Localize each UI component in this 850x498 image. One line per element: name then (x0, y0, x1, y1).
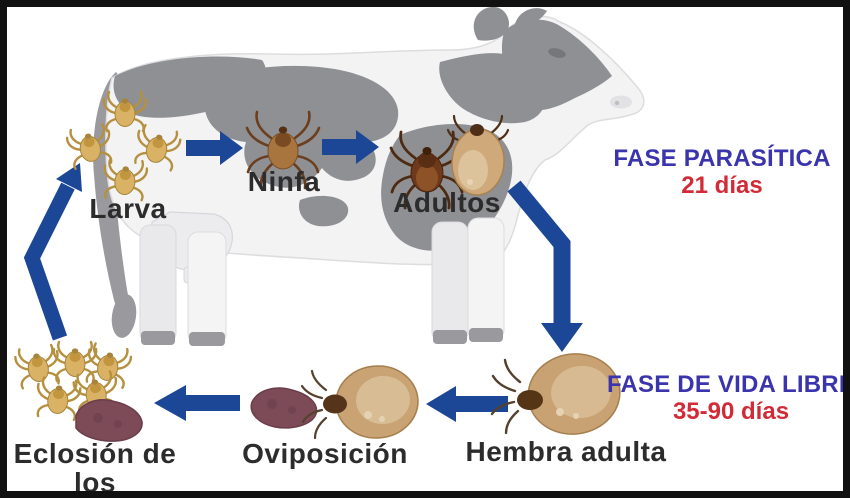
label-adultos: Adultos (393, 187, 501, 218)
cycle-arrows (23, 130, 583, 422)
phase-free-living-name: FASE DE VIDA LIBRE (606, 371, 850, 398)
label-oviposicion: Oviposición (242, 438, 408, 469)
oviposicion-icon (250, 365, 419, 440)
arrow-larva-to-ninfa (186, 131, 243, 165)
egg-mass (250, 387, 318, 429)
egg-mass (75, 399, 143, 442)
adult-male-tick-icon (389, 130, 465, 210)
cow-ears (473, 6, 547, 41)
phase-parasitic: FASE PARASÍTICA 21 días (613, 145, 831, 200)
arrow-hembra-to-oviposicion (426, 386, 508, 422)
label-ninfa: Ninfa (247, 166, 321, 197)
cow-nose (610, 95, 632, 109)
phase-free-living: FASE DE VIDA LIBRE 35-90 días (606, 371, 850, 426)
nymph-tick-icon (245, 110, 321, 190)
label-eclosion: Eclosión de los huevos (0, 438, 200, 498)
arrow-oviposicion-to-eclosion (154, 385, 240, 421)
phase-parasitic-name: FASE PARASÍTICA (613, 145, 831, 172)
adult-engorged-female-icon (446, 114, 510, 196)
cow-eye (548, 48, 566, 58)
arrow-adultos-to-hembra (507, 180, 583, 352)
arrow-eclosion-to-larva (23, 163, 82, 341)
hembra-adulta-tick-icon (490, 353, 621, 435)
label-hembra-adulta: Hembra adulta (465, 436, 667, 467)
eclosion-icon (13, 340, 143, 442)
cow-tail-tuft (111, 294, 137, 338)
label-larva: Larva (89, 193, 167, 224)
phase-parasitic-duration: 21 días (681, 171, 763, 199)
phase-free-living-duration: 35-90 días (672, 397, 790, 425)
cow-legs (139, 217, 505, 346)
cow-hooves (141, 328, 503, 346)
cow-nostril (614, 100, 620, 106)
label-eclosion-line1: Eclosión de los (13, 438, 177, 498)
arrow-ninfa-to-adultos (322, 130, 379, 164)
